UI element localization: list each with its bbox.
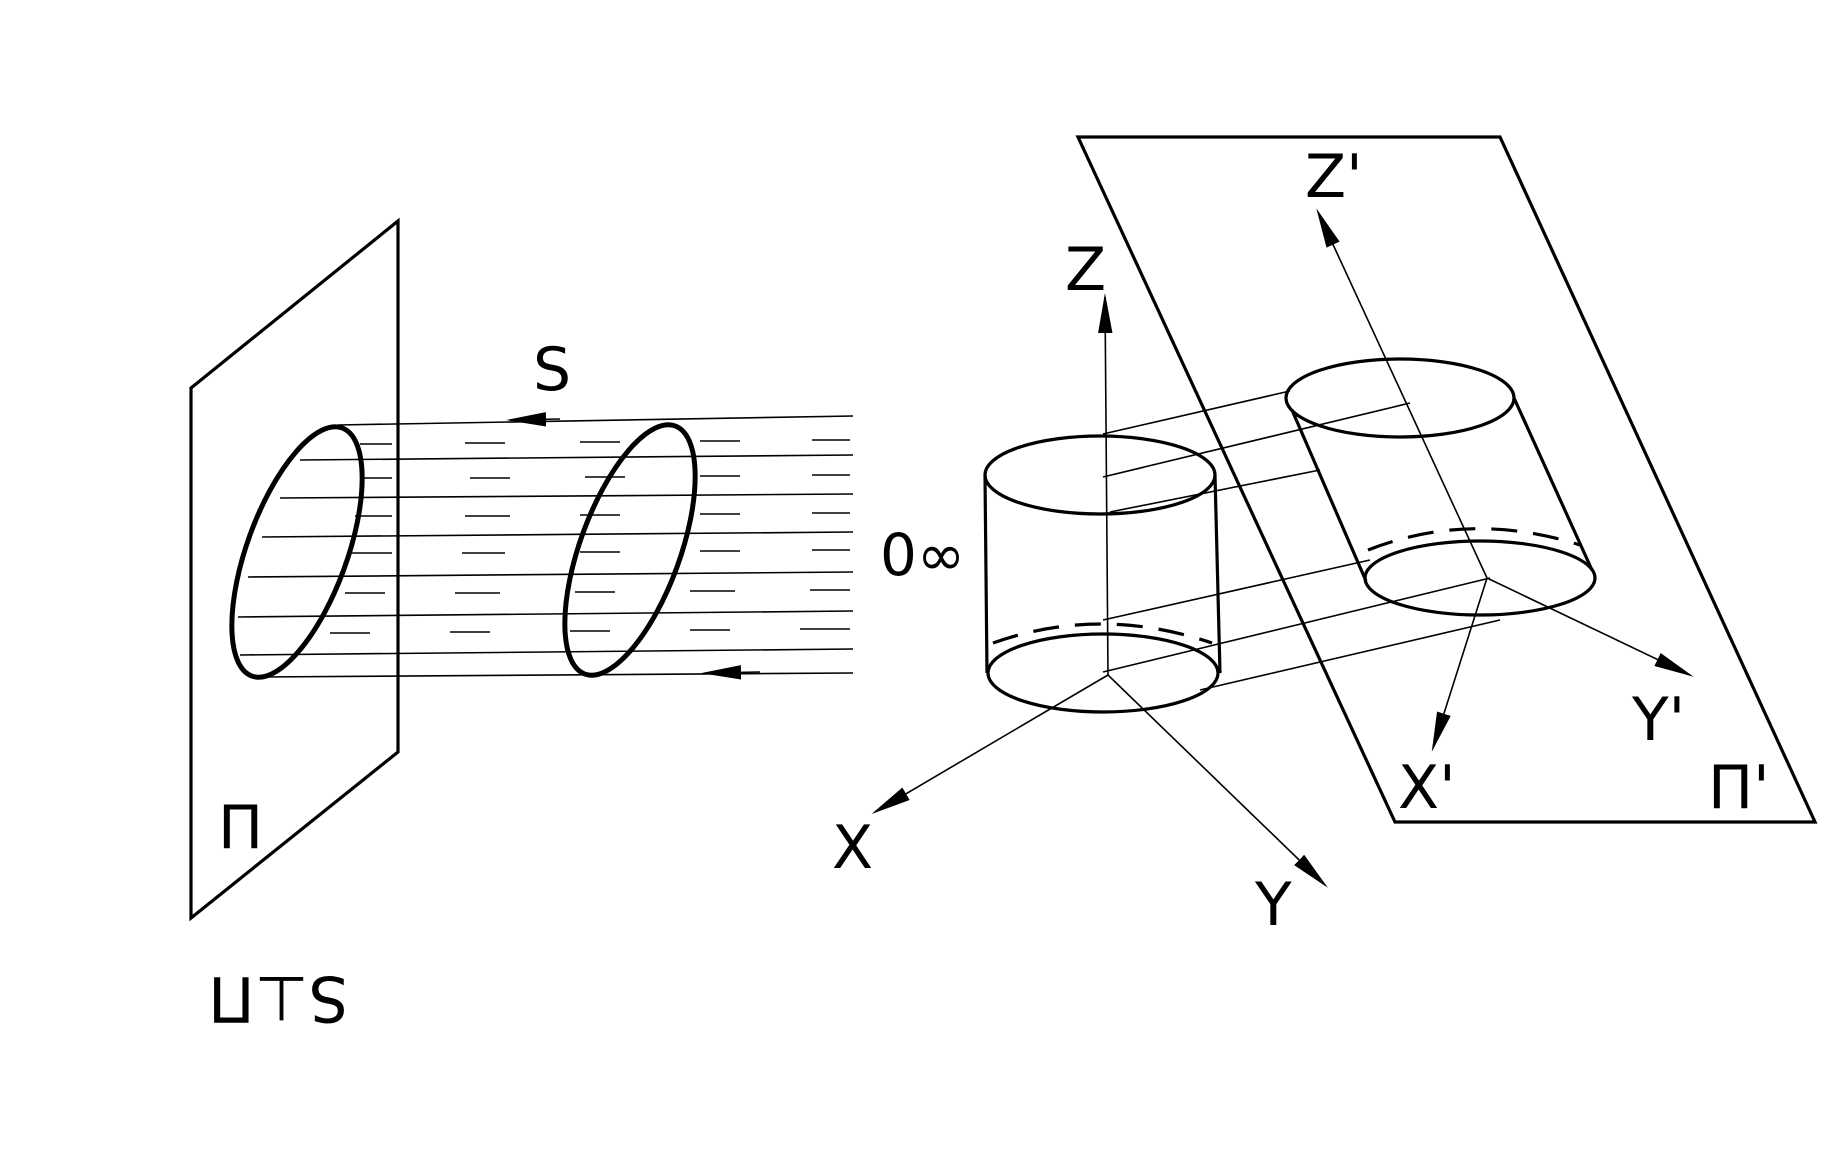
plane-pi-prime: [1075, 135, 1818, 824]
axis-x-prime: [1431, 577, 1488, 752]
axis-z-prime: [1316, 208, 1488, 579]
original-circle: [562, 422, 698, 678]
plane-label-pi-prime: Π': [1708, 753, 1770, 823]
axis-y-prime: [1486, 577, 1694, 677]
axis-label-x: X: [832, 813, 873, 883]
axis-label-x-prime: X': [1398, 753, 1456, 823]
axis-z: [1098, 293, 1113, 676]
ray-arrow-bottom: [701, 665, 761, 680]
axis-x: [871, 674, 1109, 815]
left-figure: S Π S⊥Π: [189, 217, 854, 1035]
axis-y: [1107, 674, 1328, 888]
plane-pi: [189, 217, 400, 922]
caption-perpendicular: S⊥Π: [208, 962, 348, 1035]
ray-label-s: S: [533, 335, 571, 405]
plane-label-pi: Π: [218, 793, 263, 863]
projecting-rays: [237, 415, 854, 678]
axis-label-z-prime: Z': [1305, 142, 1363, 212]
hidden-ray-segments: [330, 439, 850, 634]
original-cylinder: [983, 434, 1222, 714]
axis-label-z: Z: [1065, 235, 1106, 305]
projected-circle: [229, 424, 365, 680]
projected-axes: [1316, 208, 1694, 752]
projection-lines: [1102, 390, 1501, 691]
projected-cylinder: [1284, 357, 1597, 617]
original-axes: [871, 293, 1328, 888]
ray-arrow-top: [506, 412, 561, 427]
origin-label: 0∞: [880, 521, 965, 589]
axis-label-y: Y: [1254, 870, 1292, 940]
right-figure: 0∞ Z X Y Z' X' Y' Π': [832, 135, 1818, 940]
axis-label-y-prime: Y': [1631, 685, 1685, 755]
